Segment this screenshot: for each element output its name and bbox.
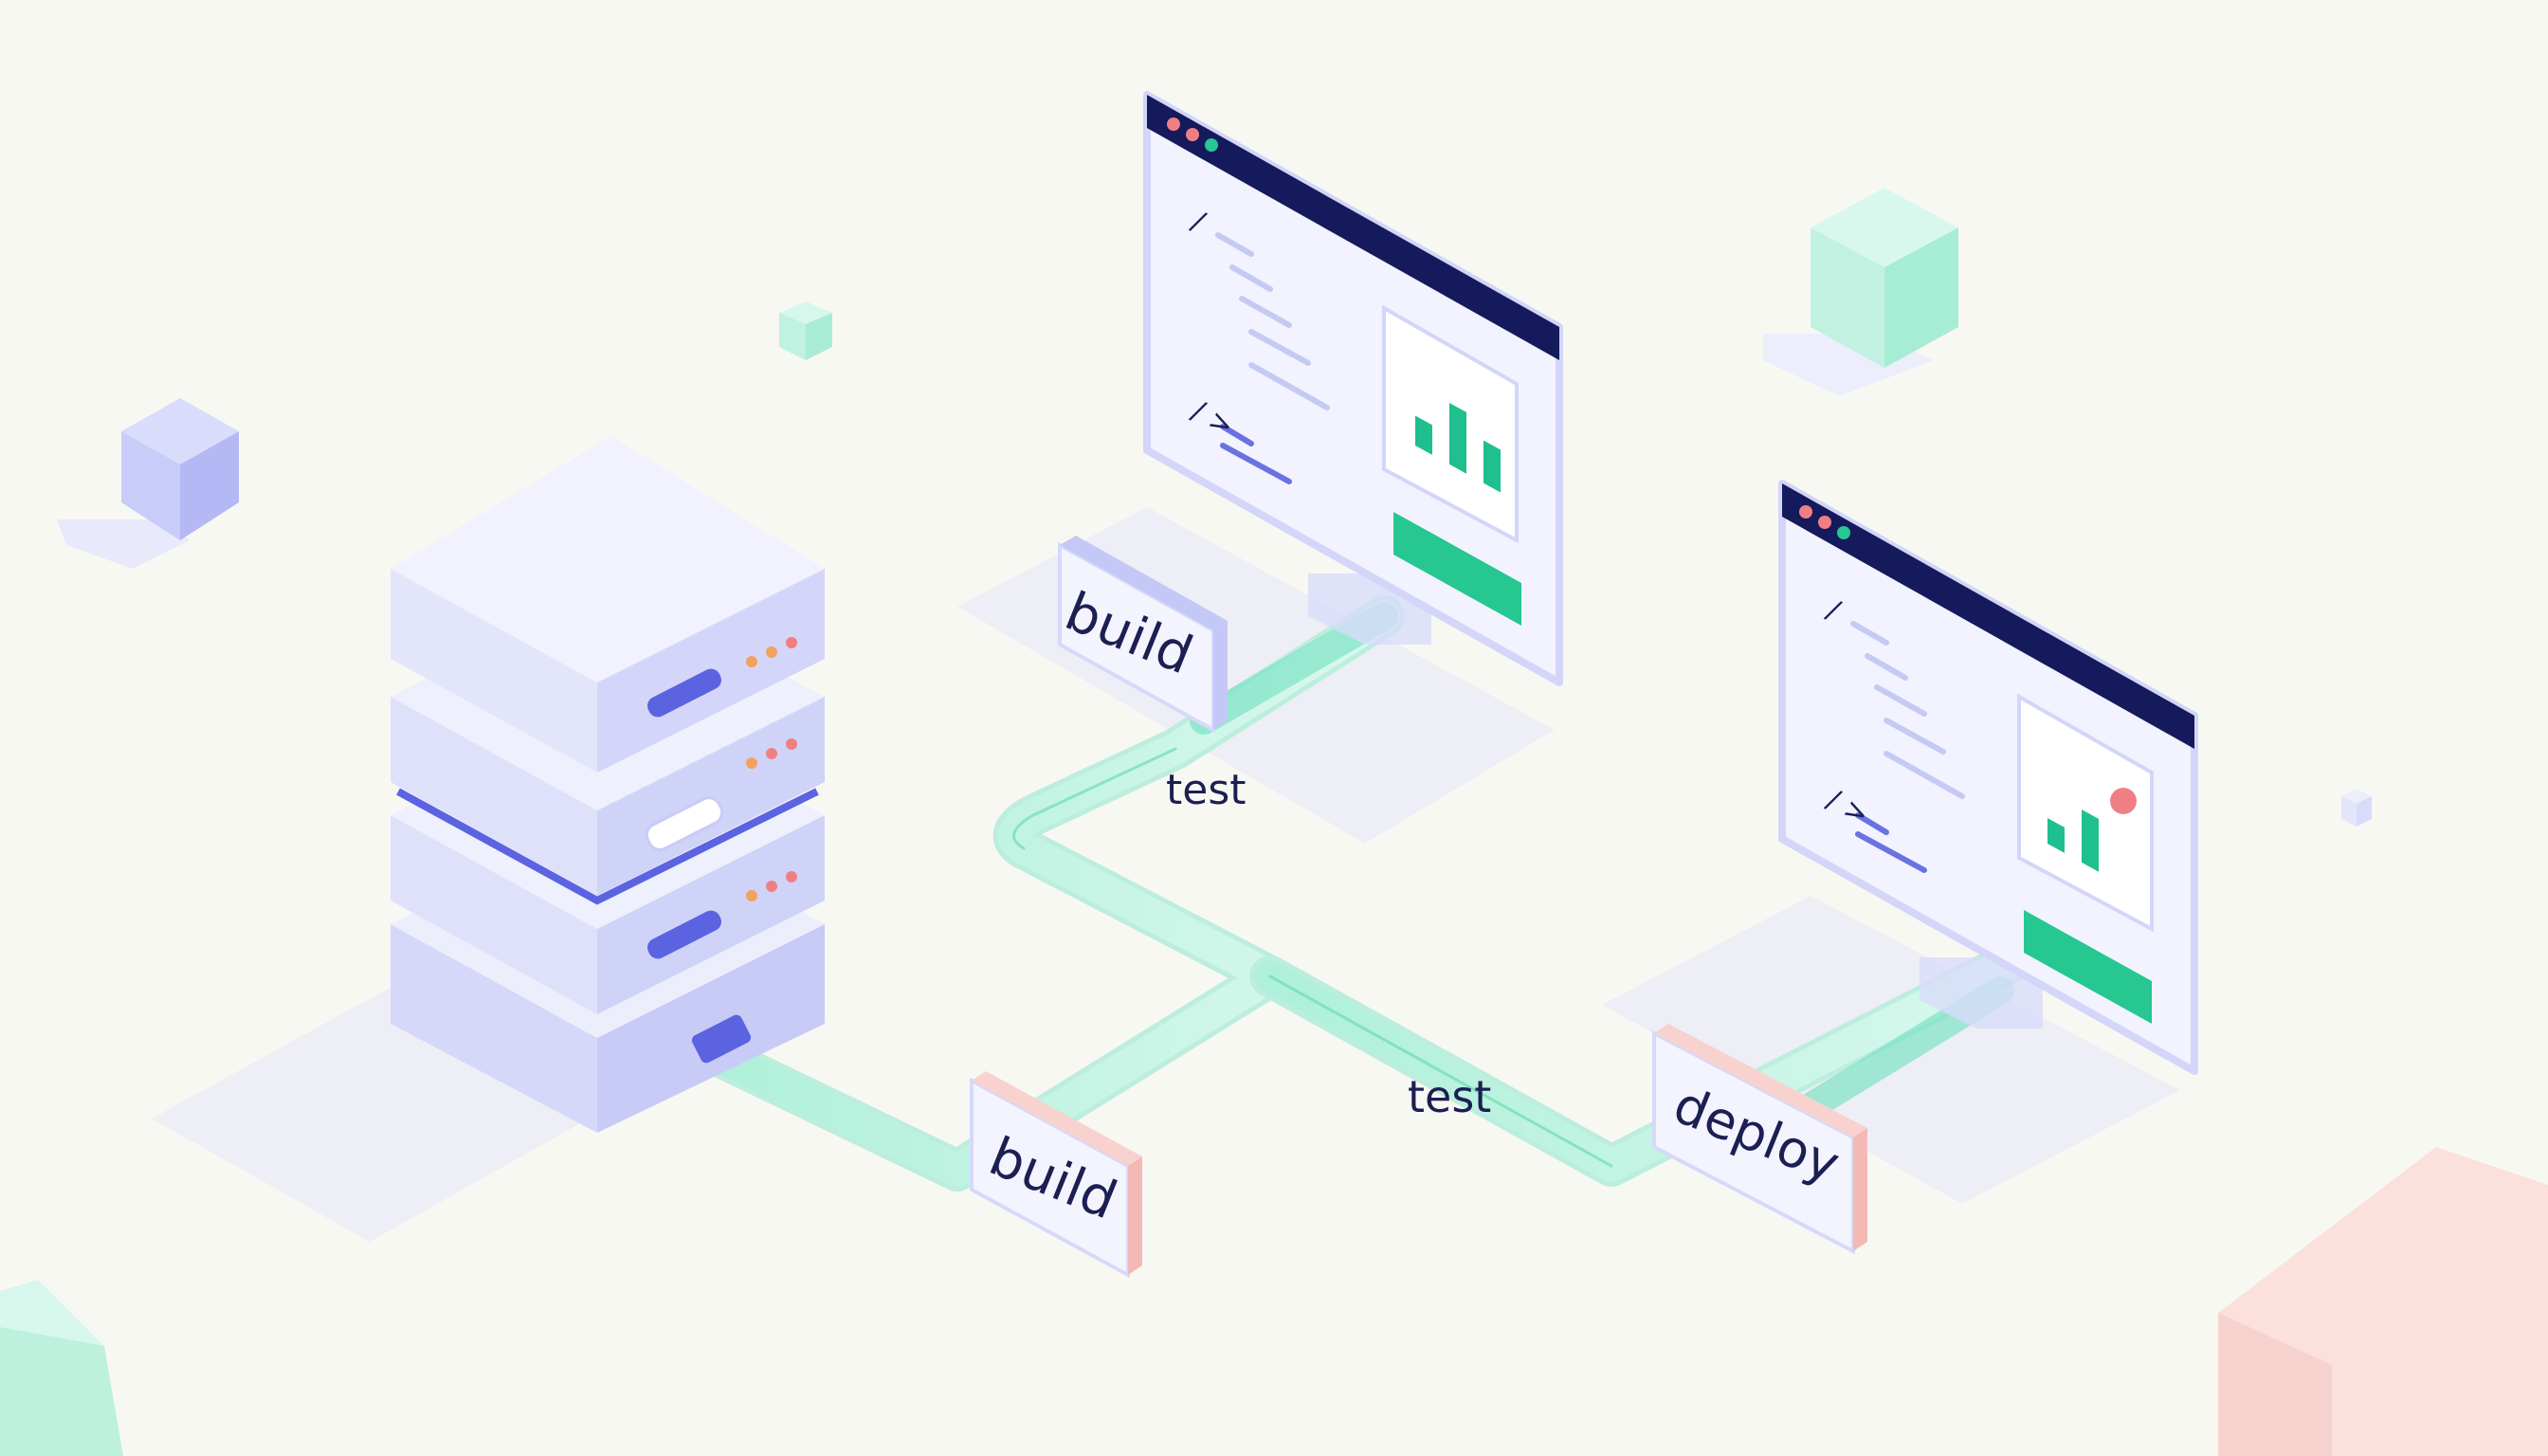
window-dot-green [1205,138,1218,152]
chart-bar [1449,403,1466,474]
window-dot-pink [1186,128,1199,141]
mini-chart-top [1415,403,1501,493]
cube-small-mint [779,301,832,360]
window-dot-red [1167,118,1180,131]
stage-block-deploy: deploy [1652,1024,1867,1255]
monitor-top: / / > [1143,91,1563,686]
status-button-bottom [2024,910,2152,1024]
cube-lavender [57,398,239,569]
window-dot-green [1837,526,1850,539]
label-test-bottom: test [1408,1071,1491,1122]
background-cubes [0,188,2548,1456]
window-dot-pink [1818,516,1831,529]
code-lines [1850,621,1965,873]
cube-mint-large [1763,188,1958,396]
chart-bar [1415,415,1432,455]
server-unit-1 [391,436,825,773]
chart-bar [2082,810,2099,872]
label-test-top: test [1166,766,1247,814]
window-dot-red [1799,505,1812,519]
chart-bar [1483,440,1501,493]
chart-bar [2048,818,2065,853]
stage-block-build-top: build [1057,536,1228,734]
cube-tiny-right [2341,789,2372,827]
cube-pink-corner [2218,1147,2548,1456]
status-button-top [1393,512,1521,626]
code-lines [1215,232,1330,484]
mini-chart-bottom [2048,810,2099,872]
cube-mint-corner [0,1280,123,1456]
server-stack [391,436,825,1133]
alert-dot [2110,788,2137,814]
monitor-bottom: / / > [1778,480,2198,1075]
